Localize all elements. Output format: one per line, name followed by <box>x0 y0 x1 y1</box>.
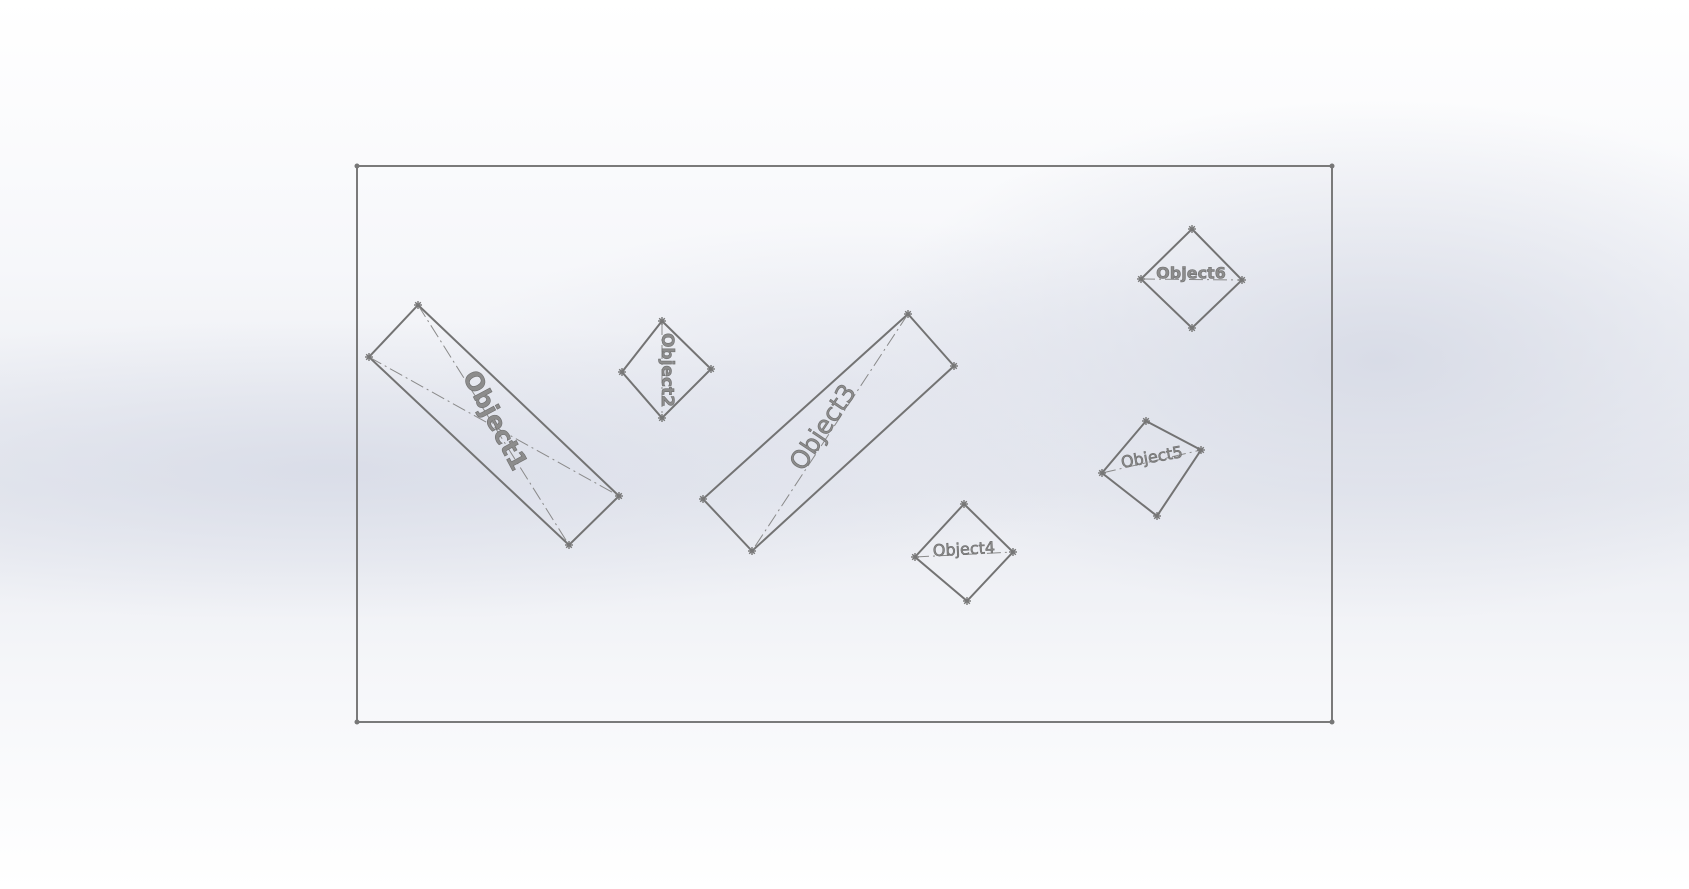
vertex-marker <box>1188 225 1196 233</box>
object1-vertices <box>365 301 623 549</box>
object3-vertices <box>699 310 958 555</box>
object5-vertices <box>1098 417 1205 520</box>
vertex-marker <box>699 495 707 503</box>
object2-vertices <box>618 317 715 422</box>
frame-corner-point <box>354 163 360 169</box>
vertex-marker <box>1137 275 1145 283</box>
object4-construction-line <box>914 551 1014 558</box>
frame-rectangle[interactable] <box>356 165 1333 723</box>
vertex-marker <box>963 597 971 605</box>
object1-shape[interactable]: Object1 <box>365 301 623 549</box>
vertex-marker <box>1142 417 1150 425</box>
vertex-marker <box>414 301 422 309</box>
vertex-marker <box>618 368 626 376</box>
vertex-marker <box>658 317 666 325</box>
vertex-marker <box>950 362 958 370</box>
object4-vertices <box>911 500 1017 605</box>
object6-shape[interactable]: Object6 <box>1137 225 1246 332</box>
vertex-marker <box>707 365 715 373</box>
frame-vertices <box>354 163 1335 725</box>
vertex-marker <box>960 500 968 508</box>
object2-label: Object2 <box>657 333 677 407</box>
object4-label: Object4 <box>932 538 995 560</box>
vertex-marker <box>365 353 373 361</box>
object4-shape[interactable]: Object4 <box>911 500 1017 605</box>
object3-shape[interactable]: Object3 <box>699 310 958 555</box>
vertex-marker <box>1197 446 1205 454</box>
object6-label: Object6 <box>1156 264 1226 283</box>
frame-corner-point <box>1329 719 1335 725</box>
vertex-marker <box>1188 324 1196 332</box>
object5-construction-line <box>1101 449 1202 474</box>
vertex-marker <box>658 414 666 422</box>
boundary-frame[interactable] <box>354 163 1335 725</box>
object2-shape[interactable]: Object2 <box>618 317 715 422</box>
vertex-marker <box>1098 469 1106 477</box>
vertex-marker <box>1009 548 1017 556</box>
frame-corner-point <box>354 719 360 725</box>
vertex-marker <box>904 310 912 318</box>
vertex-marker <box>565 541 573 549</box>
vertex-marker <box>748 547 756 555</box>
object5-shape[interactable]: Object5 <box>1098 417 1205 520</box>
object1-label: Object1 <box>457 365 534 475</box>
vertex-marker <box>911 553 919 561</box>
vertex-marker <box>1238 276 1246 284</box>
object6-vertices <box>1137 225 1246 332</box>
object5-label: Object5 <box>1120 442 1185 472</box>
object6-construction-line <box>1140 278 1243 281</box>
object5-outline[interactable] <box>1100 419 1203 518</box>
vertex-marker <box>1153 512 1161 520</box>
vertex-marker <box>615 492 623 500</box>
frame-corner-point <box>1329 163 1335 169</box>
